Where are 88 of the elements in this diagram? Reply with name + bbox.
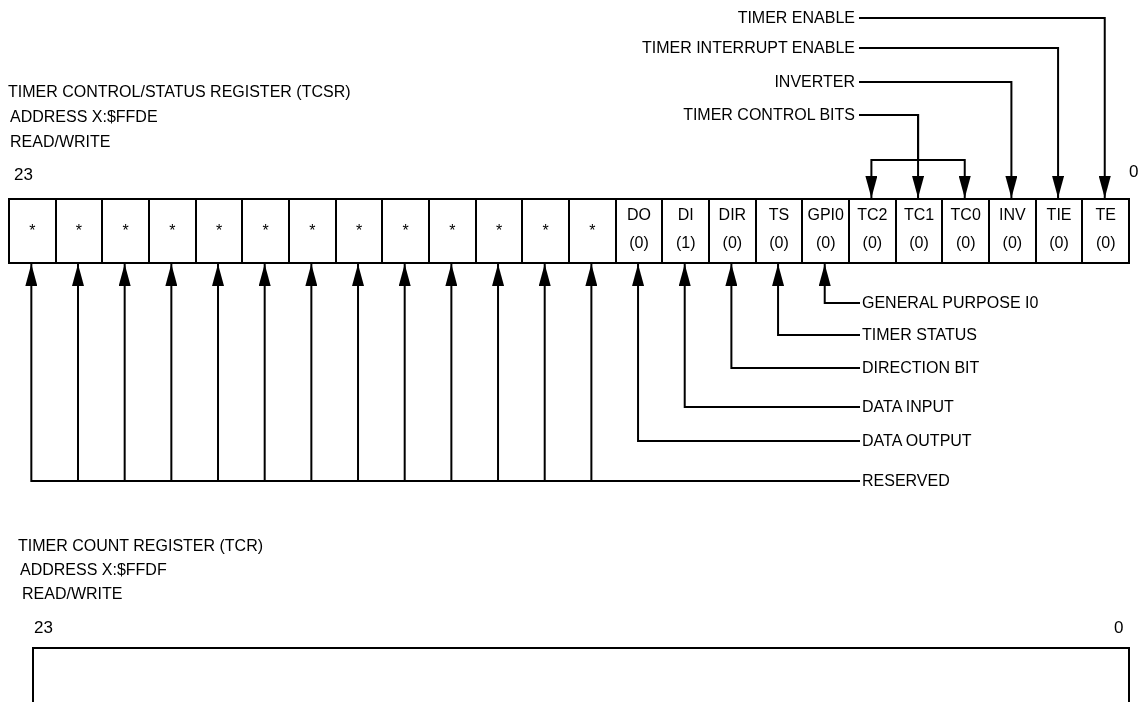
bit-number: 0 (1114, 619, 1124, 637)
field-label: TIMER INTERRUPT ENABLE (641, 39, 855, 57)
bit-number: 23 (14, 166, 33, 184)
bit-label: * (588, 222, 597, 240)
reset-value: (0) (721, 234, 744, 252)
register-bit-cell (334, 198, 384, 264)
address-text: ADDRESS X:$FFDF (20, 561, 167, 579)
bit-label: TC1 (902, 206, 936, 224)
register-bit-cell (1081, 198, 1131, 264)
bit-label: * (448, 222, 457, 240)
bit-label: * (214, 222, 224, 240)
register-bit-cell (54, 198, 104, 264)
leader-arrow (678, 263, 861, 408)
leader-arrow (772, 263, 861, 336)
bit-label: * (261, 222, 270, 240)
leader-arrow (858, 81, 1018, 199)
register-bit-cell (8, 198, 57, 264)
bit-label: * (28, 222, 37, 240)
reset-value: (0) (814, 234, 837, 252)
register-bit-cell (988, 198, 1037, 264)
register-bit-cell (241, 198, 290, 264)
reset-value: (0) (1094, 234, 1117, 252)
reset-value: (0) (908, 234, 930, 252)
field-label: INVERTER (774, 73, 855, 91)
bit-number: 0 (1129, 163, 1139, 181)
register-bit-cell (148, 198, 197, 264)
register-title: TIMER CONTROL/STATUS REGISTER (TCSR) (8, 83, 351, 101)
reset-value: (0) (861, 234, 884, 252)
leader-arrow (725, 263, 861, 369)
register-bit-cell (568, 198, 617, 264)
reset-value: (0) (1048, 234, 1070, 252)
bit-label: * (494, 222, 504, 240)
field-label: DIRECTION BIT (862, 359, 980, 377)
bit-number: 23 (34, 619, 53, 637)
register-bit-cell (194, 198, 244, 264)
register-bit-cell (288, 198, 337, 264)
access-text: READ/WRITE (10, 133, 111, 151)
register-bit-cell (941, 198, 991, 264)
register-title: TIMER COUNT REGISTER (TCR) (18, 537, 264, 555)
register-bit-cell (801, 198, 851, 264)
field-label: TIMER STATUS (862, 326, 977, 344)
bit-label: DI (676, 206, 695, 224)
bit-label: INV (998, 206, 1027, 224)
bit-label: DO (626, 206, 653, 224)
leader-arrow (818, 263, 861, 304)
register-bit-cell (754, 198, 804, 264)
reset-value: (0) (954, 234, 977, 252)
bit-label: * (74, 222, 84, 240)
access-text: READ/WRITE (22, 585, 123, 603)
register-bit-cell (894, 198, 944, 264)
address-text: ADDRESS X:$FFDE (10, 108, 158, 126)
register-bit-cell (848, 198, 897, 264)
field-label: TIMER CONTROL BITS (683, 106, 855, 124)
leader-arrow (858, 114, 971, 199)
field-label: DATA OUTPUT (862, 432, 972, 450)
reset-value: (1) (674, 234, 697, 252)
leader-arrow (858, 47, 1065, 199)
reset-value: (0) (628, 234, 650, 252)
leader-arrow (858, 17, 1111, 199)
bit-label: GPI0 (806, 206, 845, 224)
field-label: DATA INPUT (862, 398, 954, 416)
register-bit-cell (381, 198, 430, 264)
reset-value: (0) (768, 234, 790, 252)
register-bit-cell (661, 198, 711, 264)
bit-label: * (401, 222, 410, 240)
bit-label: DIR (717, 206, 748, 224)
field-label: TIMER ENABLE (737, 9, 855, 27)
reset-value: (0) (1001, 234, 1024, 252)
bit-label: * (168, 222, 177, 240)
register-bit-cell (101, 198, 150, 264)
register-bit-cell (428, 198, 477, 264)
field-label: RESERVED (862, 472, 950, 490)
bit-label: * (121, 222, 130, 240)
register-bit-cell (521, 198, 570, 264)
register-bit-cell (614, 198, 664, 264)
register-bit-cell (708, 198, 757, 264)
bit-label: * (541, 222, 550, 240)
register-bit-cell (474, 198, 524, 264)
bit-label: TS (767, 206, 791, 224)
bit-label: TC2 (856, 206, 889, 224)
field-label: GENERAL PURPOSE I0 (862, 294, 1039, 312)
bit-label: TC0 (949, 206, 982, 224)
bit-label: * (354, 222, 364, 240)
leader-arrow (632, 263, 861, 442)
bit-label: * (308, 222, 317, 240)
bit-label: TIE (1045, 206, 1073, 224)
bit-label: TE (1094, 206, 1117, 224)
register-bit-cell (1034, 198, 1084, 264)
